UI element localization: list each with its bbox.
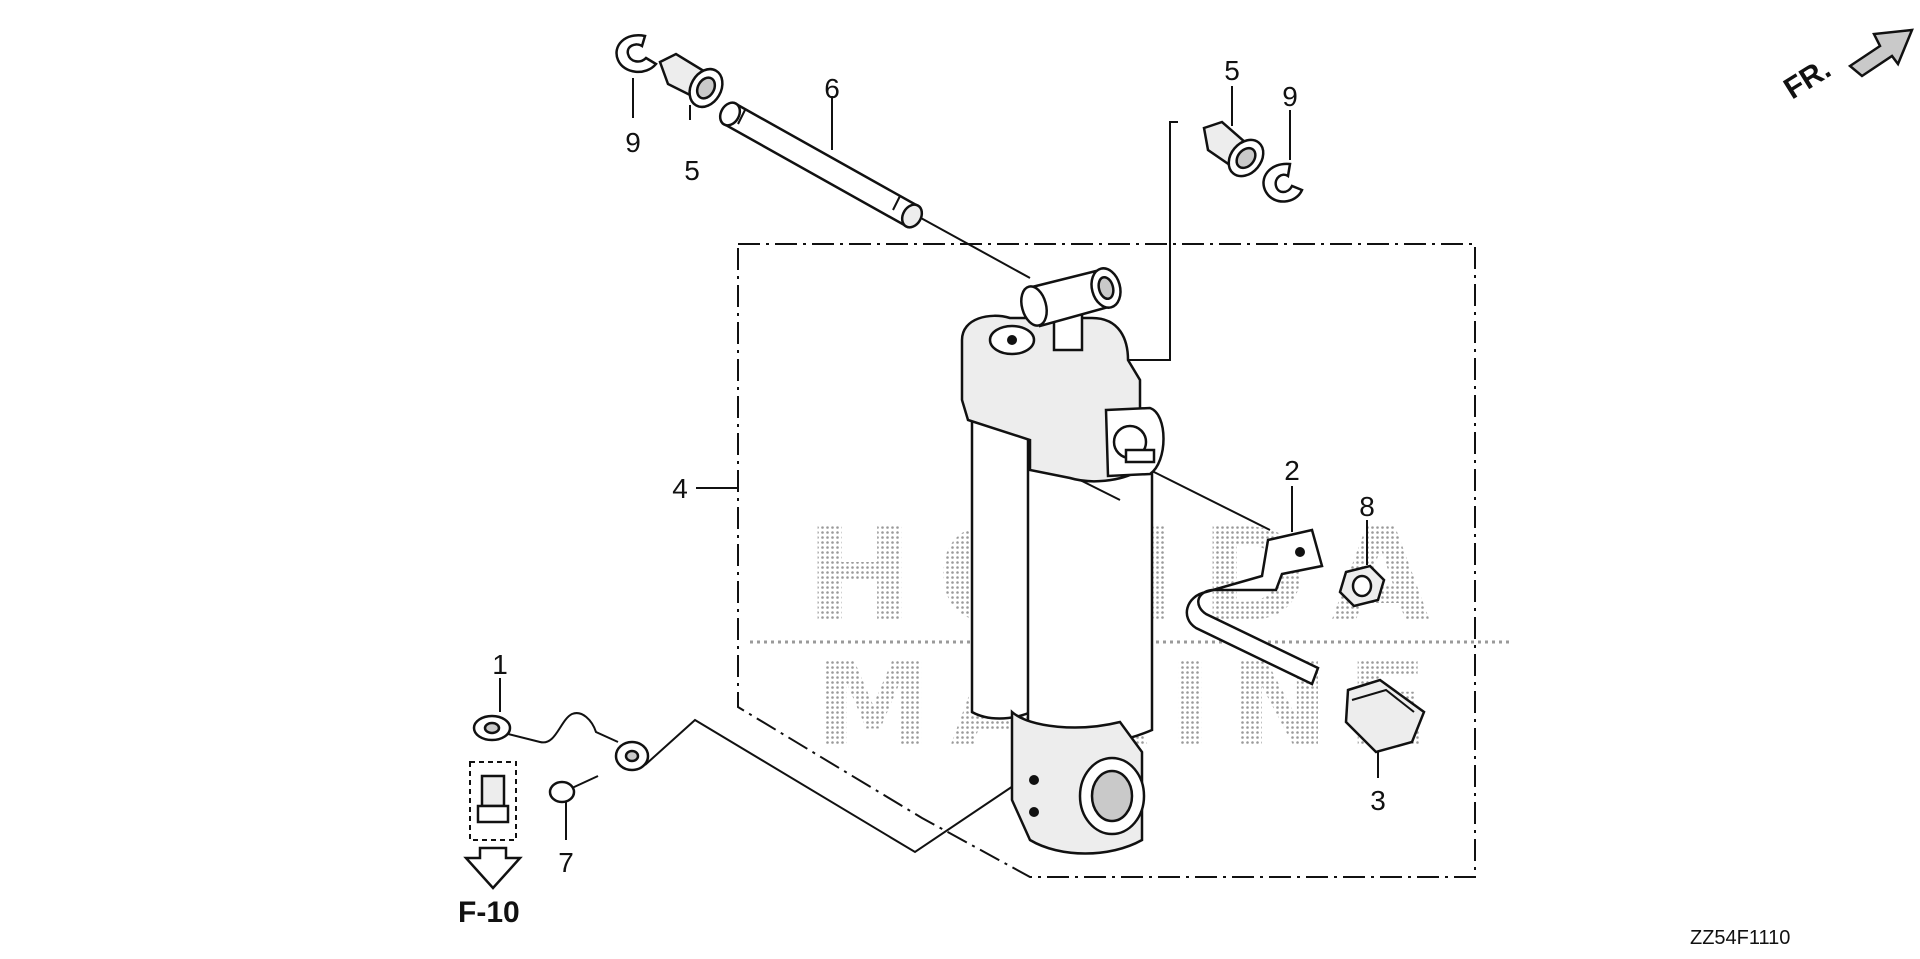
- drawing-code: ZZ54F1110: [1690, 927, 1790, 949]
- front-arrow-icon: [1847, 28, 1914, 78]
- callout-5-left: 5: [684, 155, 700, 186]
- bolt-reference: [463, 761, 523, 890]
- callout-3: 3: [1370, 785, 1386, 816]
- nut: [1338, 564, 1386, 608]
- reference-label: F-10: [458, 896, 520, 929]
- anode-pad: [1344, 678, 1426, 754]
- callout-9-left: 9: [625, 127, 641, 158]
- callout-7: 7: [558, 847, 574, 878]
- callout-9-right: 9: [1282, 81, 1298, 112]
- callout-1: 1: [492, 649, 508, 680]
- e-clip-right: [1262, 162, 1304, 203]
- e-clip-left: [615, 34, 658, 73]
- front-label: FR.: [1778, 52, 1836, 106]
- ground-cable: [472, 712, 650, 772]
- callout-5-right: 5: [1224, 55, 1240, 86]
- bushing-left: [658, 52, 724, 109]
- bracket: [1185, 528, 1324, 686]
- assembly-boundary: [737, 243, 1476, 878]
- callout-4: 4: [672, 473, 688, 504]
- pivot-shaft: [718, 101, 924, 229]
- trim-cylinder-assembly: [960, 267, 1165, 855]
- callout-2: 2: [1284, 455, 1300, 486]
- screw: [548, 775, 599, 804]
- callout-8: 8: [1359, 491, 1375, 522]
- bushing-right: [1202, 120, 1265, 178]
- callout-6: 6: [824, 73, 840, 104]
